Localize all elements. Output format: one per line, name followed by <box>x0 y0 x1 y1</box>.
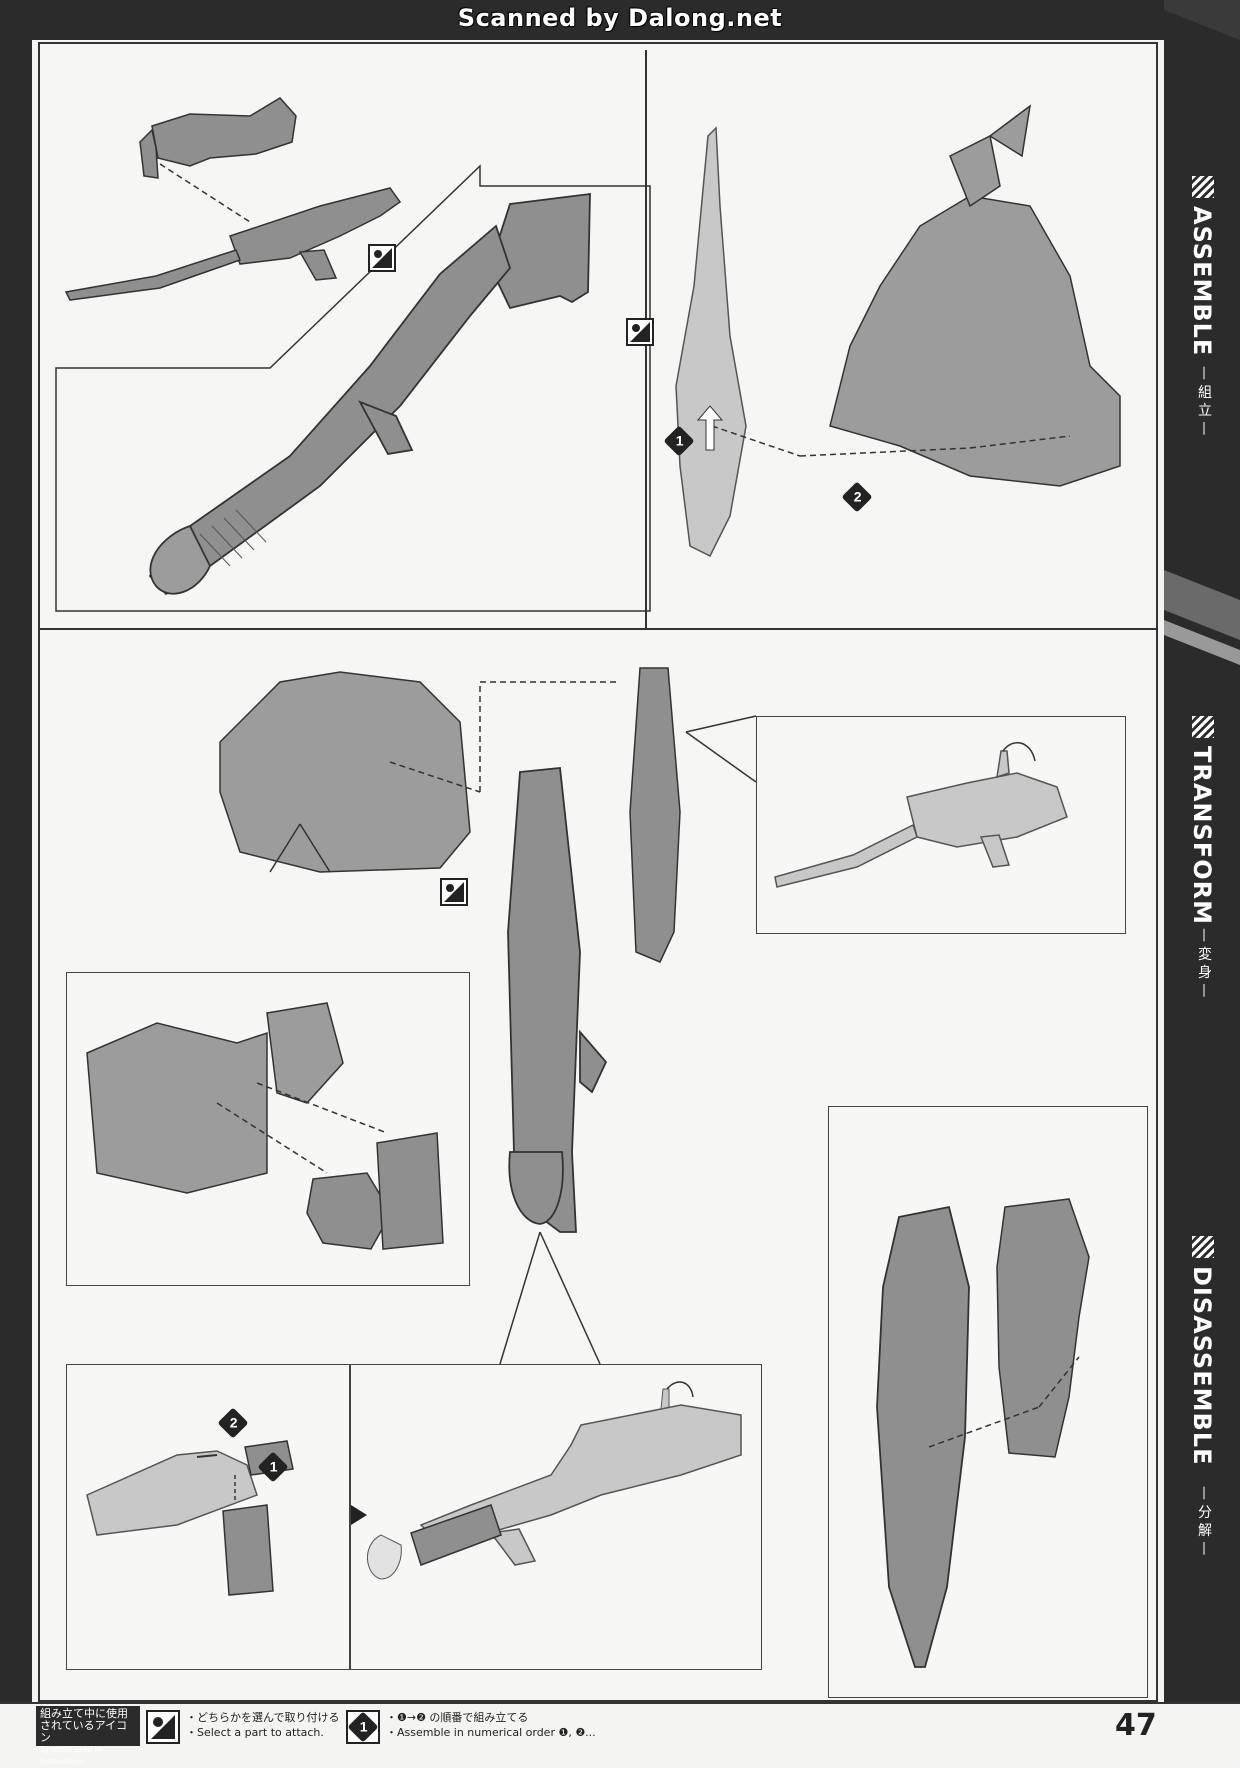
rifle-assembly-diagram <box>55 97 651 612</box>
scan-credit: Scanned by Dalong.net <box>457 4 783 32</box>
backpack-detail-drawing <box>86 1002 444 1250</box>
choose-one-icon-2 <box>626 318 654 346</box>
legend-choose-jp: ・どちらかを選んで取り付ける <box>186 1711 340 1724</box>
sidebar-stripes <box>1164 0 1240 665</box>
legend-choose-text: ・どちらかを選んで取り付ける ・Select a part to attach. <box>186 1710 339 1740</box>
bottom-attach-panel <box>66 1364 350 1670</box>
legend-order-jp: ・❶→❷ の順番で組み立てる <box>386 1711 529 1724</box>
choose-one-icon-3 <box>440 878 468 906</box>
disassemble-mark-icon <box>1192 1236 1214 1258</box>
disassemble-panel <box>828 1106 1148 1698</box>
legend-footer <box>0 1702 1240 1755</box>
backpack-detail-panel <box>66 972 470 1286</box>
legend-title-en: Symbols used in instructions <box>40 1745 102 1766</box>
legend-title-jp-1: 組み立て中に使用 <box>40 1707 128 1720</box>
section-disassemble-label: DISASSEMBLE <box>1188 1266 1216 1466</box>
bazooka-grip-panel <box>350 1364 762 1670</box>
legend-title-jp-2: されているアイコン <box>40 1719 128 1744</box>
legend-order-icon: 1 <box>346 1710 380 1744</box>
section-disassemble-sub: — 分 解 — <box>1196 1486 1212 1556</box>
divider-horizontal <box>38 628 1158 630</box>
disassemble-drawing <box>876 1198 1090 1668</box>
transform-attach-diagram <box>219 667 757 1365</box>
bottom-attach-drawing <box>86 1440 294 1596</box>
section-transform-label: TRANSFORM <box>1188 746 1216 925</box>
bazooka-grip-drawing <box>351 1381 742 1580</box>
legend-order-badge: 1 <box>347 1711 379 1743</box>
legend-choose-en: ・Select a part to attach. <box>186 1726 324 1739</box>
assemble-mark-icon <box>1192 176 1214 198</box>
section-sidebar: ASSEMBLE — 組 立 — TRANSFORM — 変 身 — DISAS… <box>1164 0 1240 1753</box>
top-bar <box>0 0 1240 40</box>
page-number: 47 <box>1115 1708 1157 1743</box>
rifle-detail-panel <box>756 716 1126 934</box>
legend-choose-icon <box>146 1710 180 1744</box>
choose-one-icon <box>368 244 396 272</box>
section-transform-sub: — 変 身 — <box>1196 928 1212 998</box>
section-assemble-sub: — 組 立 — <box>1196 366 1212 436</box>
legend-order-en: ・Assemble in numerical order ❶, ❷... <box>386 1726 596 1739</box>
backpack-attach-diagram <box>675 104 1121 558</box>
left-edge-bar <box>0 40 32 1753</box>
legend-order-text: ・❶→❷ の順番で組み立てる ・Assemble in numerical or… <box>386 1710 596 1740</box>
transform-mark-icon <box>1192 716 1214 738</box>
section-assemble-label: ASSEMBLE <box>1188 206 1216 357</box>
rifle-detail-drawing <box>774 741 1068 888</box>
legend-title: 組み立て中に使用 されているアイコン Symbols used in instr… <box>36 1706 140 1766</box>
